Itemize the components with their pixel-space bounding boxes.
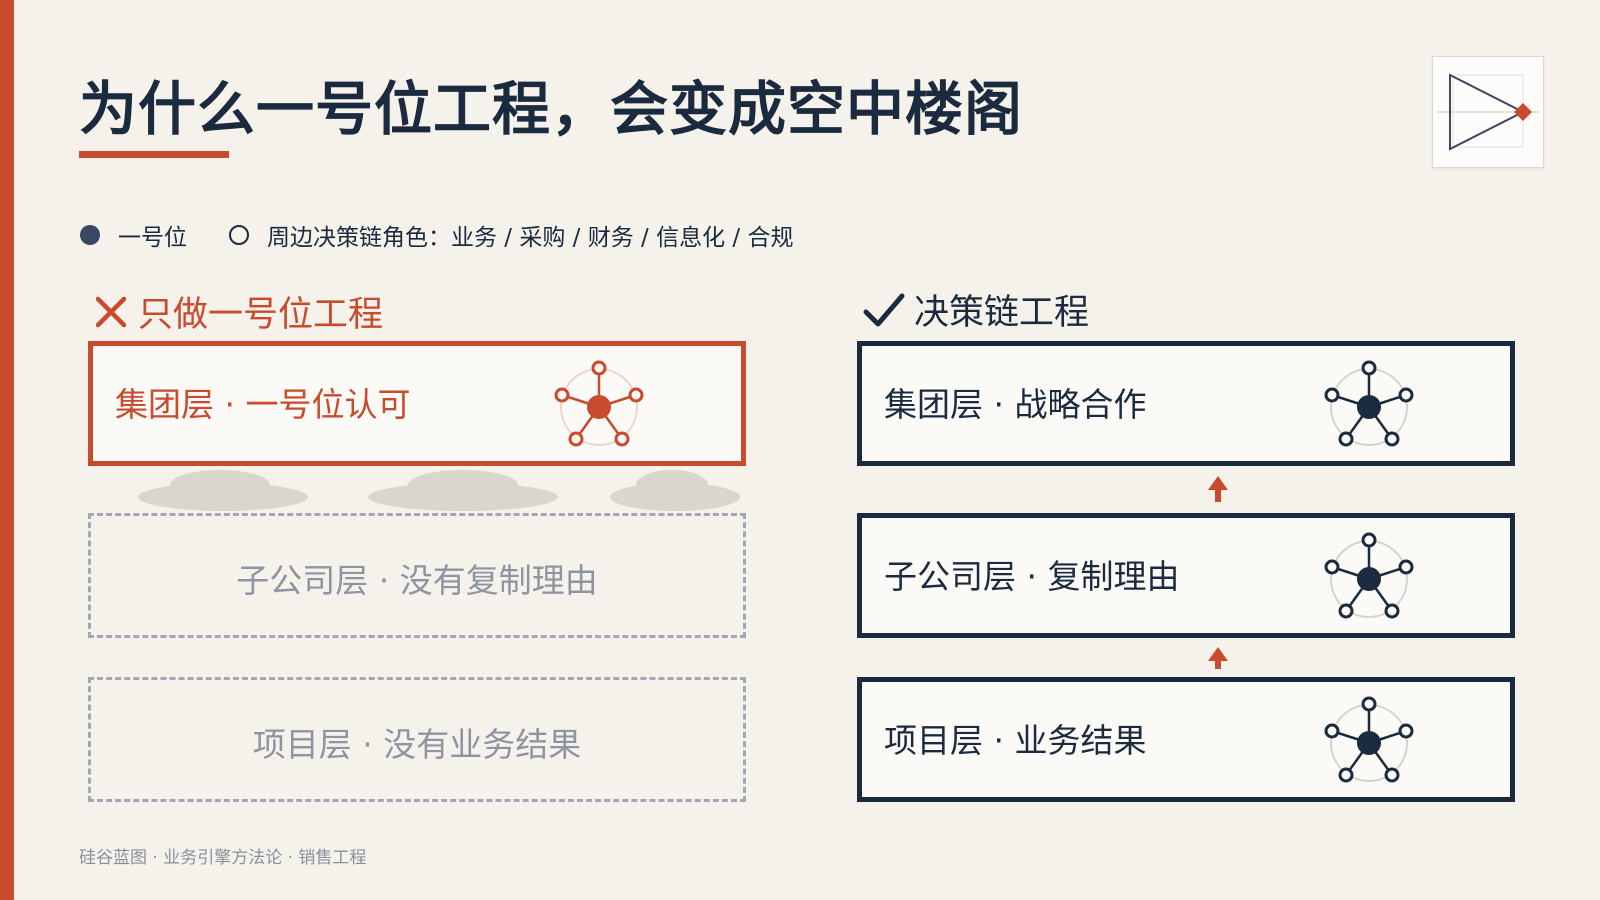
left-layer-subsidiary-label: 子公司层 · 没有复制理由 [236,561,598,600]
brand-logo [1432,56,1544,168]
network-node-icon [1324,696,1414,783]
filled-circle-icon [80,225,100,245]
right-layer-subsidiary: 子公司层 · 复制理由 [857,513,1515,638]
check-icon [863,293,905,326]
page-title: 为什么一号位工程，会变成空中楼阁 [79,75,1024,143]
left-layer-group-label: 集团层 · 一号位认可 [115,385,411,424]
left-layer-subsidiary: 子公司层 · 没有复制理由 [88,513,746,638]
network-node-icon [554,360,644,447]
right-layer-group-label: 集团层 · 战略合作 [884,385,1147,424]
right-layer-project: 项目层 · 业务结果 [857,677,1515,802]
right-column-heading-text: 决策链工程 [914,293,1090,333]
triangle-diamond-logo-icon [1437,73,1539,151]
footer-text: 硅谷蓝图 · 业务引擎方法论 · 销售工程 [79,848,367,868]
cloud-shape [636,470,708,500]
cloud-shape [408,470,518,500]
right-column-heading: 决策链工程 [862,284,1089,335]
arrow-up-icon [1208,647,1228,669]
network-node-icon [1324,360,1414,447]
right-layer-group: 集团层 · 战略合作 [857,341,1515,466]
cloud-shape [170,470,270,500]
legend-secondary-label: 周边决策链角色：业务 / 采购 / 财务 / 信息化 / 合规 [267,225,794,251]
left-layer-project: 项目层 · 没有业务结果 [88,677,746,802]
legend-primary-label: 一号位 [118,225,187,251]
open-circle-icon [229,225,249,245]
cross-icon [95,296,127,327]
left-column-heading-text: 只做一号位工程 [138,295,384,335]
legend-item-secondary: 周边决策链角色：业务 / 采购 / 财务 / 信息化 / 合规 [229,218,793,252]
left-layer-group: 集团层 · 一号位认可 [88,341,746,466]
right-layer-subsidiary-label: 子公司层 · 复制理由 [884,557,1180,596]
title-underline [79,151,229,158]
arrow-up-icon [1208,476,1228,502]
right-layer-project-label: 项目层 · 业务结果 [884,721,1147,760]
left-accent-bar [0,0,14,900]
left-layer-project-label: 项目层 · 没有业务结果 [252,725,582,764]
legend-item-primary: 一号位 [80,218,187,252]
network-node-icon [1324,532,1414,619]
legend: 一号位 周边决策链角色：业务 / 采购 / 财务 / 信息化 / 合规 [80,218,793,252]
left-column-heading: 只做一号位工程 [92,286,383,337]
